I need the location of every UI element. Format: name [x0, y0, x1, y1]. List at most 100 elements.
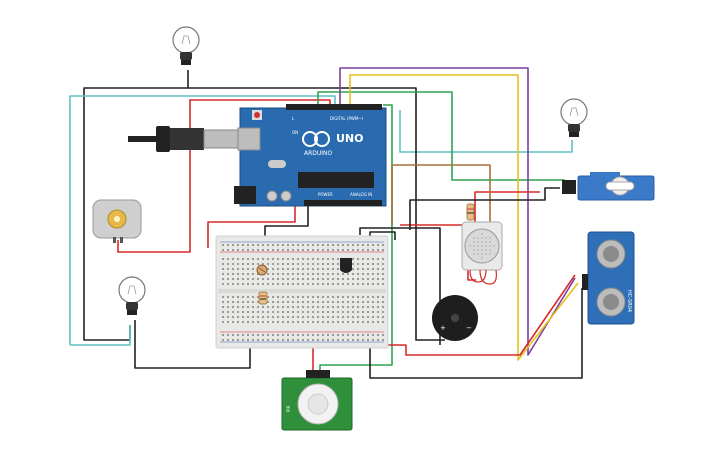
breadboard-hole [247, 311, 249, 313]
breadboard-hole [362, 278, 364, 280]
breadboard-hole [302, 321, 304, 323]
breadboard-hole [242, 296, 244, 298]
breadboard-hole [367, 268, 369, 270]
bulb-top[interactable] [172, 26, 200, 65]
breadboard-hole [327, 258, 329, 260]
breadboard-hole [292, 278, 294, 280]
resistor-gas[interactable] [466, 203, 475, 221]
breadboard-hole [277, 258, 279, 260]
breadboard-hole [317, 263, 319, 265]
breadboard-hole [362, 311, 364, 313]
resistor-breadboard[interactable] [258, 291, 268, 305]
breadboard-hole [332, 321, 334, 323]
breadboard-hole [227, 268, 229, 270]
breadboard-hole [352, 339, 354, 341]
breadboard-hole [362, 321, 364, 323]
breadboard-hole [367, 296, 369, 298]
breadboard-hole [232, 244, 234, 246]
breadboard-hole [317, 296, 319, 298]
breadboard-hole [337, 273, 339, 275]
breadboard-hole [252, 321, 254, 323]
breadboard-hole [362, 258, 364, 260]
bulb-right[interactable] [560, 98, 588, 137]
breadboard-hole [367, 273, 369, 275]
bulb-left[interactable] [118, 276, 146, 315]
breadboard-hole [317, 244, 319, 246]
breadboard-hole [337, 334, 339, 336]
breadboard-hole [327, 301, 329, 303]
breadboard-hole [362, 273, 364, 275]
breadboard-hole [247, 316, 249, 318]
gas-sensor[interactable] [461, 221, 503, 285]
breadboard-hole [232, 339, 234, 341]
breadboard-hole [377, 273, 379, 275]
breadboard-hole [307, 268, 309, 270]
wire-cyan-left [69, 95, 336, 345]
breadboard-hole [242, 278, 244, 280]
breadboard-hole [287, 339, 289, 341]
breadboard-hole [252, 249, 254, 251]
breadboard-hole [292, 339, 294, 341]
ultrasonic-sensor[interactable]: HC-SR04 [582, 231, 635, 325]
breadboard-hole [267, 339, 269, 341]
breadboard-hole [357, 321, 359, 323]
breadboard-hole [227, 316, 229, 318]
breadboard-hole [272, 244, 274, 246]
breadboard-hole [222, 311, 224, 313]
breadboard-hole [382, 321, 384, 323]
breadboard-hole [322, 268, 324, 270]
breadboard-hole [232, 321, 234, 323]
pir-sensor[interactable]: PIR [281, 370, 353, 431]
breadboard-hole [287, 263, 289, 265]
breadboard-hole [287, 301, 289, 303]
breadboard-hole [307, 244, 309, 246]
breadboard-hole [247, 306, 249, 308]
dc-motor[interactable] [92, 199, 142, 243]
buzzer-minus: − [466, 324, 472, 332]
servo-motor[interactable] [562, 172, 655, 201]
breadboard-hole [327, 296, 329, 298]
ultrasonic-label: HC-SR04 [626, 290, 632, 312]
transistor[interactable] [340, 258, 352, 273]
breadboard-hole [227, 258, 229, 260]
breadboard-hole [312, 334, 314, 336]
breadboard-hole [242, 273, 244, 275]
breadboard-hole [237, 263, 239, 265]
breadboard-hole [262, 306, 264, 308]
breadboard-hole [372, 311, 374, 313]
breadboard-hole [237, 258, 239, 260]
breadboard-hole [252, 334, 254, 336]
breadboard-hole [237, 283, 239, 285]
breadboard-hole [332, 283, 334, 285]
breadboard-hole [232, 334, 234, 336]
breadboard-hole [302, 263, 304, 265]
breadboard-hole [257, 311, 259, 313]
breadboard-hole [282, 268, 284, 270]
gas-mesh-dot [477, 253, 479, 255]
breadboard-hole [297, 301, 299, 303]
breadboard[interactable] [215, 235, 389, 349]
breadboard-hole [337, 268, 339, 270]
breadboard-hole [292, 296, 294, 298]
breadboard-hole [242, 321, 244, 323]
breadboard-hole [272, 296, 274, 298]
breadboard-hole [362, 306, 364, 308]
arduino-digital-label: DIGITAL (PWM~) [330, 116, 364, 121]
breadboard-hole [322, 258, 324, 260]
photoresistor[interactable] [256, 264, 268, 276]
breadboard-hole [367, 283, 369, 285]
breadboard-hole [252, 296, 254, 298]
breadboard-hole [362, 244, 364, 246]
piezo-buzzer[interactable]: + − [432, 295, 478, 341]
breadboard-hole [347, 278, 349, 280]
breadboard-hole [237, 339, 239, 341]
breadboard-hole [337, 244, 339, 246]
breadboard-hole [352, 249, 354, 251]
breadboard-hole [292, 263, 294, 265]
breadboard-hole [377, 311, 379, 313]
usb-cable [128, 126, 241, 152]
breadboard-hole [272, 301, 274, 303]
arduino-uno[interactable]: ARDUINO UNO DIGITAL (PWM~) POWER ANALOG … [234, 104, 387, 207]
breadboard-hole [342, 296, 344, 298]
